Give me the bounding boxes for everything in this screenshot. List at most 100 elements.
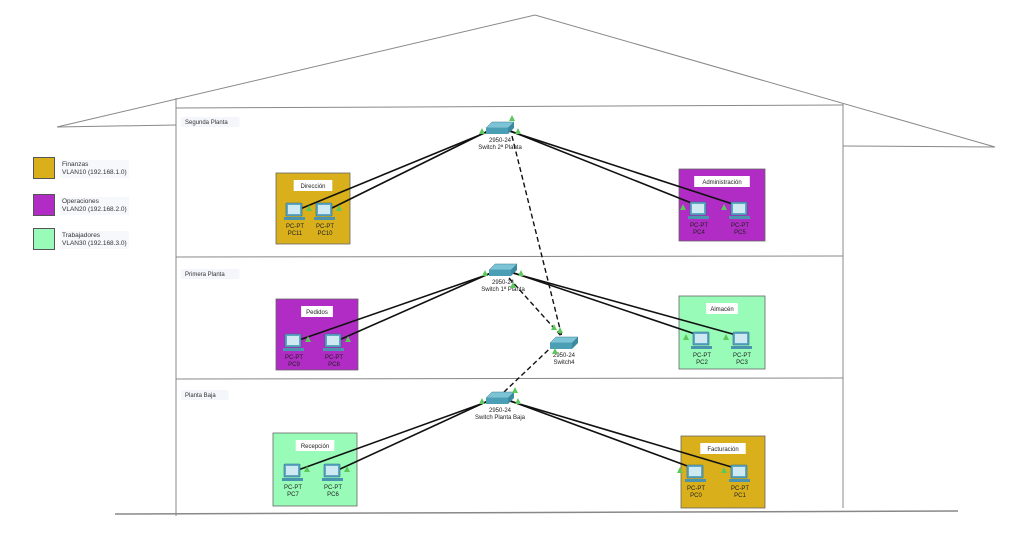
floor-label-bg bbox=[181, 269, 240, 279]
switch-model-label: 2950-24 bbox=[489, 138, 512, 144]
ethernet-link bbox=[338, 271, 494, 341]
pc-name-label: PC9 bbox=[288, 362, 300, 368]
pc-type-label: PC-PT bbox=[284, 485, 302, 491]
pc-name-label: PC4 bbox=[693, 230, 705, 236]
pc-keyboard-icon bbox=[314, 217, 335, 220]
pc-name-label: PC5 bbox=[734, 230, 746, 236]
legend-swatch bbox=[33, 194, 55, 216]
area-label-bg bbox=[706, 303, 738, 314]
pc-keyboard-icon bbox=[685, 479, 706, 482]
pc-name-label: PC1 bbox=[734, 493, 746, 499]
pc-keyboard-icon bbox=[691, 346, 712, 349]
ethernet-link bbox=[505, 399, 746, 472]
ethernet-link bbox=[298, 271, 496, 341]
port-status-icon bbox=[479, 128, 485, 134]
port-status-icon bbox=[479, 398, 485, 404]
pc-keyboard-icon bbox=[282, 478, 303, 481]
area-label-bg bbox=[293, 180, 333, 191]
port-status-icon bbox=[721, 204, 727, 210]
ethernet-link bbox=[297, 399, 493, 471]
area-label: Facturación bbox=[707, 447, 738, 453]
area-label-bg bbox=[301, 306, 333, 317]
port-status-icon bbox=[482, 270, 488, 276]
port-status-icon bbox=[518, 270, 524, 276]
switch-front bbox=[550, 343, 572, 349]
pc-name-label: PC6 bbox=[327, 492, 339, 498]
floor-divider-2 bbox=[175, 377, 844, 380]
roof-line bbox=[56, 14, 996, 148]
floor-label: Planta Baja bbox=[185, 393, 216, 399]
pc-screen bbox=[326, 466, 338, 475]
pc-type-label: PC-PT bbox=[316, 224, 334, 230]
pc-name-label: PC3 bbox=[736, 360, 748, 366]
switch-side bbox=[508, 122, 514, 134]
switch-name-label: Switch Planta Baja bbox=[475, 415, 526, 421]
switch-model-label: 2950-24 bbox=[492, 280, 515, 286]
port-status-icon bbox=[515, 128, 521, 134]
pc-screen bbox=[733, 204, 745, 213]
port-status-icon bbox=[336, 205, 342, 211]
ethernet-link bbox=[508, 271, 748, 339]
ethernet-link bbox=[510, 271, 708, 339]
eave-left bbox=[56, 124, 177, 128]
floor-divider-1 bbox=[175, 255, 844, 258]
pc-screen bbox=[735, 334, 747, 343]
ethernet-link bbox=[507, 129, 705, 209]
pc-screen bbox=[286, 466, 298, 475]
port-status-icon bbox=[345, 336, 351, 342]
pc-name-label: PC7 bbox=[287, 492, 299, 498]
ethernet-link bbox=[337, 399, 491, 471]
port-status-icon bbox=[557, 327, 563, 333]
switch-name-label: Switch 2ª Planta bbox=[478, 144, 522, 151]
floor-label-bg bbox=[181, 117, 240, 127]
port-status-icon bbox=[721, 467, 727, 473]
switch-side bbox=[511, 264, 517, 276]
pc-screen bbox=[695, 334, 707, 343]
trunk-link bbox=[511, 135, 563, 338]
pc-name-label: PC2 bbox=[696, 360, 708, 366]
switch-name-label: Switch 1ª Planta bbox=[481, 286, 525, 293]
port-status-icon bbox=[344, 466, 350, 472]
switch-model-label: 2950-24 bbox=[553, 353, 576, 359]
floor-label-bg bbox=[181, 390, 229, 400]
pc-type-label: PC-PT bbox=[731, 223, 749, 229]
ethernet-link bbox=[299, 129, 493, 210]
ground-line bbox=[114, 510, 959, 515]
ethernet-link bbox=[507, 399, 702, 472]
pc-type-label: PC-PT bbox=[693, 353, 711, 359]
port-status-icon bbox=[304, 466, 310, 472]
area-label: Recepción bbox=[301, 444, 329, 450]
area-label: Administración bbox=[702, 180, 741, 186]
switch-side bbox=[572, 337, 578, 349]
switch-name-label: Switch4 bbox=[553, 360, 575, 366]
port-status-icon bbox=[512, 387, 518, 393]
floor-label: Segunda Planta bbox=[185, 120, 228, 126]
pc-type-label: PC-PT bbox=[286, 224, 304, 230]
port-status-icon bbox=[552, 348, 558, 354]
ethernet-link bbox=[329, 129, 491, 210]
legend-swatch bbox=[33, 228, 55, 250]
pc-keyboard-icon bbox=[731, 346, 752, 349]
port-status-icon bbox=[509, 115, 515, 121]
area-label: Dirección bbox=[300, 184, 325, 190]
ethernet-link bbox=[505, 129, 746, 209]
pc-keyboard-icon bbox=[323, 348, 344, 351]
floor-3: Planta Baja bbox=[181, 390, 229, 400]
